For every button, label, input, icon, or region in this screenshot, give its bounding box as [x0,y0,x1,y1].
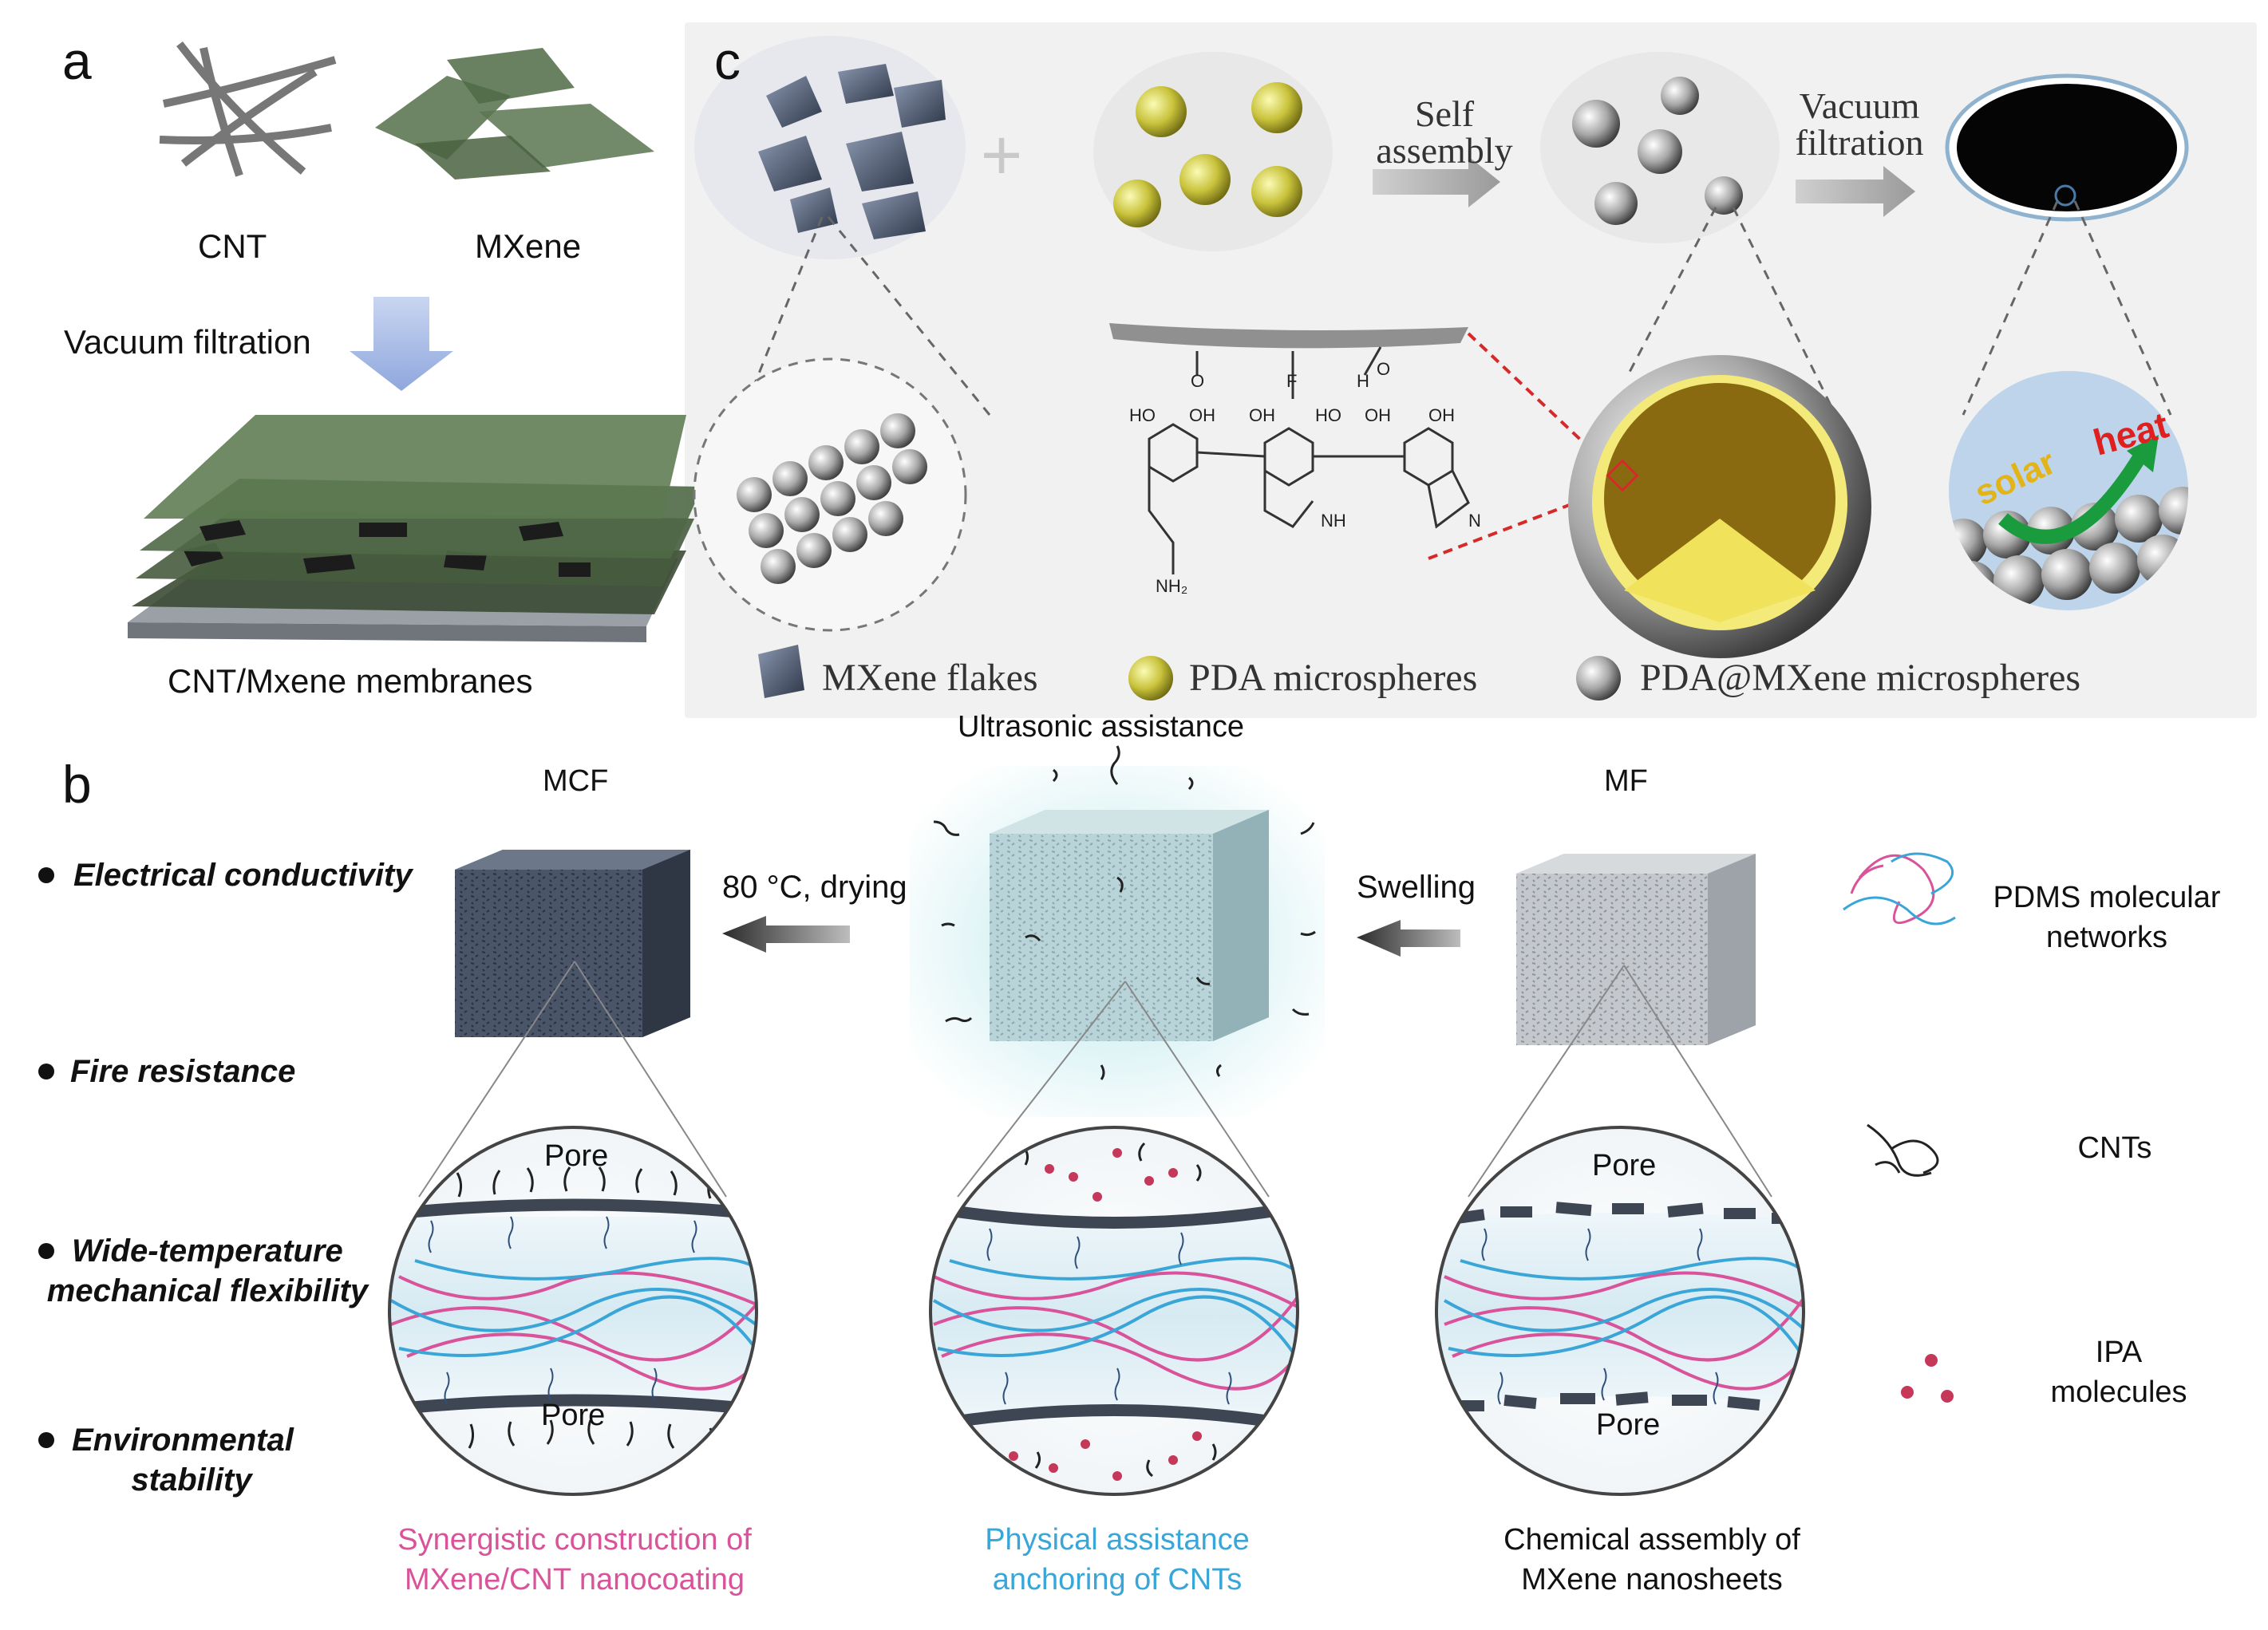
down-arrow-icon [350,297,453,391]
cnt-bundle-icon [159,41,337,177]
svg-text:NH: NH [1321,511,1346,531]
legend-pda-mxene-microspheres: PDA@MXene microspheres [1640,657,2081,699]
zoom-circle-mf [1435,1126,1805,1496]
self-assembly-arrow [1373,156,1500,207]
membrane-stack [128,415,702,642]
legend-cnts: CNTs [2077,1131,2152,1165]
pore-label-top-right: Pore [1592,1149,1657,1182]
black-membrane-disk [1945,73,2189,222]
membrane-label: CNT/Mxene membranes [168,662,533,700]
svg-text:OH: OH [1365,405,1391,425]
vacuum-filtration-label-a: Vacuum filtration [64,323,311,361]
pore-label-bottom-left: Pore [541,1399,606,1432]
solar-heat-inset [1949,371,2188,610]
mf-label: MF [1604,764,1648,798]
svg-text:HO: HO [1315,405,1341,425]
pda-microspheres [1093,52,1333,251]
zoom-circle-mcf [388,1126,758,1496]
legend-mxene-flakes: MXene flakes [822,657,1038,699]
property-electrical: Electrical conductivity [73,858,413,893]
mxene-flakes-icon [375,48,654,180]
svg-text:HO: HO [1129,405,1156,425]
legend-mxene-flake-icon [758,645,804,698]
mcf-cube [455,850,690,1037]
pore-label-bottom-right: Pore [1596,1408,1661,1442]
mxene-label: MXene [475,227,582,265]
zoom-circle-middle [929,1126,1299,1496]
vacuum-filtration-arrow [1796,166,1915,217]
svg-text:F: F [1286,371,1297,391]
chemical-structure [1109,323,1470,574]
svg-text:OH: OH [1249,405,1275,425]
sphere-array-inset [693,357,967,632]
pda-mxene-microspheres [1540,52,1780,243]
property-flexibility: Wide-temperature mechanical flexibility [46,1233,369,1308]
svg-text:H: H [1357,371,1369,391]
drying-label: 80 °C, drying [722,870,907,905]
mf-cube [1516,854,1756,1045]
pore-label-top-left: Pore [544,1139,609,1173]
middle-cube [910,745,1325,1117]
panel-a-letter: a [62,31,92,90]
svg-text:N: N [1468,511,1481,531]
svg-text:NH₂: NH₂ [1156,576,1187,596]
svg-text:OH: OH [1189,405,1215,425]
zoom-lines-b [418,961,1772,1198]
legend-pda-microspheres: PDA microspheres [1189,657,1478,699]
svg-text:O: O [1377,359,1390,379]
cnt-legend-icon [1867,1123,1939,1177]
panel-c-letter: c [714,31,741,90]
swelling-label: Swelling [1357,870,1476,905]
svg-text:OH: OH [1428,405,1455,425]
property-fire: Fire resistance [70,1054,296,1089]
panel-b-letter: b [62,755,92,814]
cnt-label: CNT [198,227,267,265]
drying-arrow [722,916,850,953]
swelling-arrow [1357,920,1460,957]
mxene-flakes-cluster [694,36,966,259]
pdms-network-icon [1843,852,1956,926]
property-bullets [38,867,54,1448]
legend-pda-icon [1128,656,1173,701]
property-environmental: Environmental stability [72,1423,294,1498]
svg-text:O: O [1191,371,1204,391]
plus-sign: + [981,116,1023,195]
ultrasonic-label: Ultrasonic assistance [958,710,1245,744]
red-dash-1 [1467,332,1622,479]
core-shell-sphere [1568,355,1871,658]
zoom-lines-c [741,200,2172,416]
legend-pda-mxene-icon [1576,656,1621,701]
mcf-label: MCF [543,764,609,798]
ipa-legend-icon [1901,1354,1954,1403]
